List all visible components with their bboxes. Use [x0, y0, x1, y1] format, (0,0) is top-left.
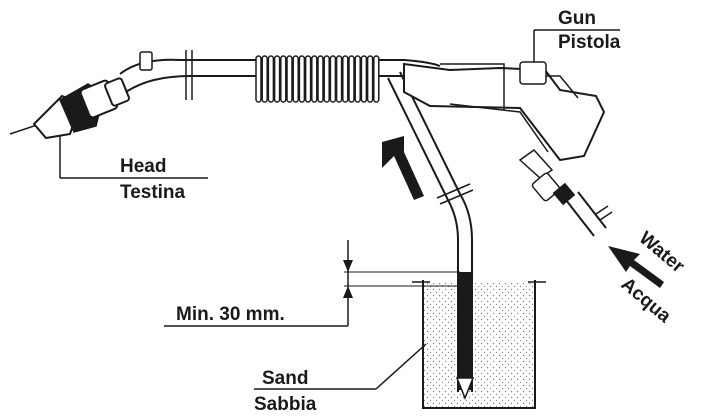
coil-loop	[292, 55, 299, 103]
label-sand: Sand	[262, 368, 308, 389]
sand-flow-arrow	[382, 136, 424, 200]
label-testina: Testina	[120, 182, 186, 203]
coil-loop	[298, 55, 306, 103]
label-head: Head	[120, 156, 166, 177]
coil-loop	[286, 55, 293, 103]
coil-loop	[323, 55, 330, 103]
label-sabbia: Sabbia	[254, 394, 317, 415]
gun	[403, 61, 613, 237]
sand-container	[412, 280, 546, 409]
coil-loop	[273, 55, 281, 103]
coil-loop	[373, 55, 380, 103]
water-inlet-arrow	[608, 246, 664, 288]
sand-leader-line	[375, 343, 427, 390]
coil-loop	[261, 55, 268, 103]
coil-loop	[354, 55, 361, 103]
label-pistola: Pistola	[558, 32, 621, 53]
coil-loop	[280, 55, 287, 103]
coil-loop	[335, 55, 343, 103]
coil-loop	[366, 55, 374, 103]
lance-connector	[139, 51, 153, 71]
spray-head	[9, 77, 130, 140]
coil-loop	[317, 55, 324, 103]
coil-loop	[304, 55, 312, 103]
pickup-tip	[455, 377, 475, 401]
coil-spring	[255, 55, 380, 103]
label-gun: Gun	[558, 8, 596, 29]
coil-loop	[348, 55, 355, 103]
pickup-rod	[457, 272, 473, 390]
coil-loop	[329, 55, 337, 103]
min-depth-dimension	[164, 240, 460, 327]
label-acqua: Acqua	[617, 274, 675, 328]
label-min-depth: Min. 30 mm.	[176, 304, 285, 325]
coil-loop	[311, 55, 318, 103]
coil-loop	[255, 55, 262, 103]
lance-tube	[119, 50, 441, 100]
coil-loop	[342, 55, 349, 103]
coil-loop	[267, 55, 275, 103]
coil-loop	[360, 55, 368, 103]
suction-tube	[387, 71, 475, 401]
